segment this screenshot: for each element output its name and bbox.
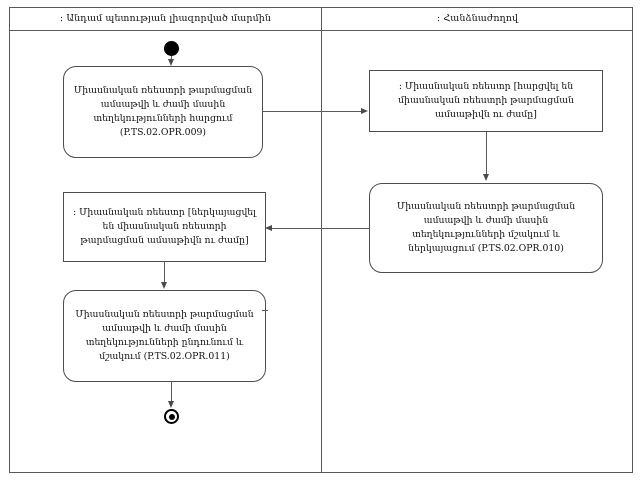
activity-receive-and-process[interactable]: Միասնական ռեեստրի թարմացման ամսաթվի և ժա… bbox=[63, 290, 266, 382]
object-unified-register-presented-label: : Միասնական ռեեստր [ներկայացվել են միասն… bbox=[73, 206, 256, 247]
edge-process-right-to-object-left bbox=[270, 228, 370, 229]
initial-node-icon bbox=[164, 41, 179, 56]
arrowhead-down-into-process-right bbox=[483, 174, 489, 181]
final-node-icon bbox=[164, 409, 179, 424]
edge-stub-receive-right bbox=[262, 310, 268, 311]
swimlane-header-right: : Հանձնաժողով bbox=[436, 13, 519, 24]
activity-request-update-datetime[interactable]: Միասնական ռեեստրի թարմացման ամսաթվի և ժա… bbox=[63, 66, 263, 158]
swimlane-header-left: : Անդամ պետության լիազորված մարմին bbox=[59, 13, 272, 24]
edge-request-to-object-right bbox=[263, 111, 362, 112]
activity-receive-and-process-label: Միասնական ռեեստրի թարմացման ամսաթվի և ժա… bbox=[75, 308, 254, 363]
object-unified-register-presented[interactable]: : Միասնական ռեեստր [ներկայացվել են միասն… bbox=[63, 192, 266, 262]
edge-receive-to-end bbox=[171, 382, 172, 405]
arrowhead-right-into-object-right bbox=[361, 108, 368, 114]
edge-object-left-to-receive bbox=[164, 262, 165, 284]
activity-process-and-present-label: Միասնական ռեեստրի թարմացման ամսաթվի և ժա… bbox=[396, 200, 576, 255]
object-unified-register-queried-label: : Միասնական ռեեստր [հարցվել են միասնական… bbox=[398, 80, 574, 121]
arrowhead-down-into-receive bbox=[161, 282, 167, 289]
arrowhead-down-into-end bbox=[168, 401, 174, 408]
activity-process-and-present[interactable]: Միասնական ռեեստրի թարմացման ամսաթվի և ժա… bbox=[369, 183, 603, 273]
arrowhead-left-into-object-left bbox=[265, 225, 272, 231]
arrowhead-down-into-request bbox=[168, 59, 174, 66]
activity-request-label: Միասնական ռեեստրի թարմացման ամսաթվի և ժա… bbox=[73, 84, 253, 139]
edge-object-right-to-process-right bbox=[486, 132, 487, 176]
swimlane-divider bbox=[321, 7, 322, 473]
object-unified-register-queried[interactable]: : Միասնական ռեեստր [հարցվել են միասնական… bbox=[369, 70, 603, 132]
